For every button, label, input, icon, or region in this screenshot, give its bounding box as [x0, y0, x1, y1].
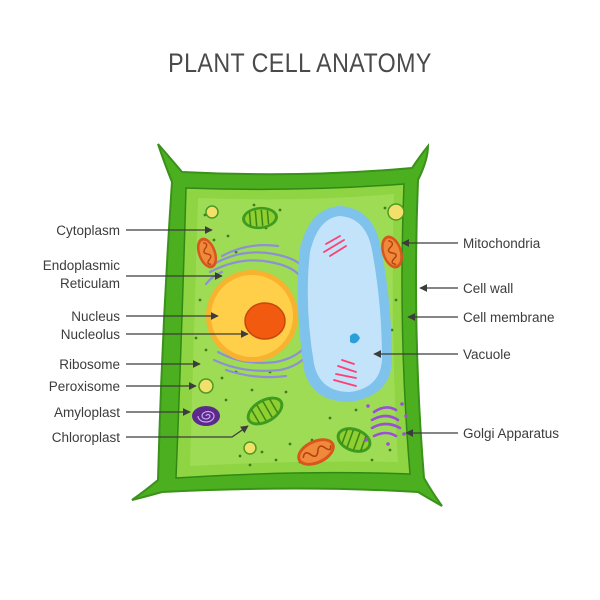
label-vacuole: Vacuole	[463, 347, 511, 362]
chloroplast-lower	[246, 396, 284, 426]
label-nucleolus: Nucleolus	[61, 327, 121, 342]
label-cytoplasm: Cytoplasm	[56, 223, 120, 238]
label-endoplasmic-1: Endoplasmic	[43, 258, 121, 273]
vacuole-crystals	[323, 235, 357, 387]
vacuole-inner	[307, 216, 382, 392]
label-amyloplast: Amyloplast	[54, 405, 120, 420]
leader-lines-left	[126, 226, 249, 438]
golgi-apparatus	[364, 402, 408, 446]
leader-lines-right	[373, 239, 458, 437]
mitochondria-bottom	[297, 438, 335, 466]
label-nucleus: Nucleus	[71, 309, 120, 324]
page-title: PLANT CELL ANATOMY	[168, 48, 432, 78]
mitochondria-left	[196, 237, 218, 269]
label-golgi-apparatus: Golgi Apparatus	[463, 426, 559, 441]
label-mitochondria: Mitochondria	[463, 236, 541, 251]
peroxisome	[198, 378, 214, 394]
label-cell-membrane: Cell membrane	[463, 310, 555, 325]
label-chloroplast: Chloroplast	[52, 430, 121, 445]
label-peroxisome: Peroxisome	[49, 379, 120, 394]
mitochondria-right	[381, 235, 403, 269]
label-ribosome: Ribosome	[59, 357, 120, 372]
label-cell-wall: Cell wall	[463, 281, 513, 296]
chloroplast-right	[336, 427, 372, 453]
nucleolus	[244, 302, 286, 340]
vacuole-granule	[350, 333, 360, 344]
cell-membrane	[175, 183, 411, 479]
label-endoplasmic-2: Reticulam	[60, 276, 120, 291]
chloroplast-top	[242, 206, 278, 230]
vesicles	[205, 203, 405, 455]
amyloplast	[192, 406, 220, 426]
